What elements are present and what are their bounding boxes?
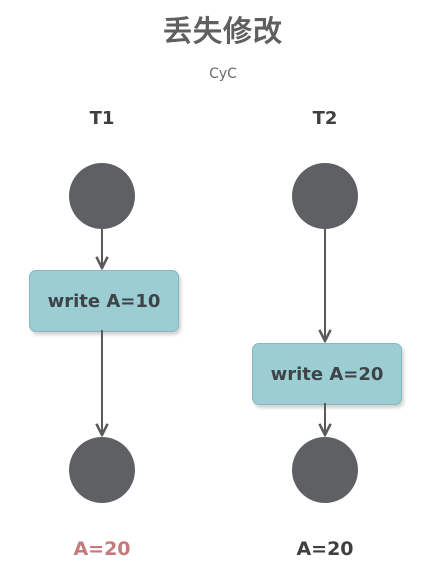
t2-result: A=20: [296, 538, 354, 560]
diagram-title: 丢失修改: [162, 14, 283, 48]
t1-start-node: [69, 163, 135, 229]
t1-label: T1: [89, 108, 115, 129]
t2-label: T2: [312, 108, 338, 129]
t1-write-box: write A=10: [29, 270, 179, 332]
t1-end-node: [69, 437, 135, 503]
author-label: CyC: [209, 66, 237, 82]
t2-write-box: write A=20: [252, 343, 402, 405]
t1-result: A=20: [73, 538, 131, 560]
t2-start-node: [292, 163, 358, 229]
t2-end-node: [292, 437, 358, 503]
